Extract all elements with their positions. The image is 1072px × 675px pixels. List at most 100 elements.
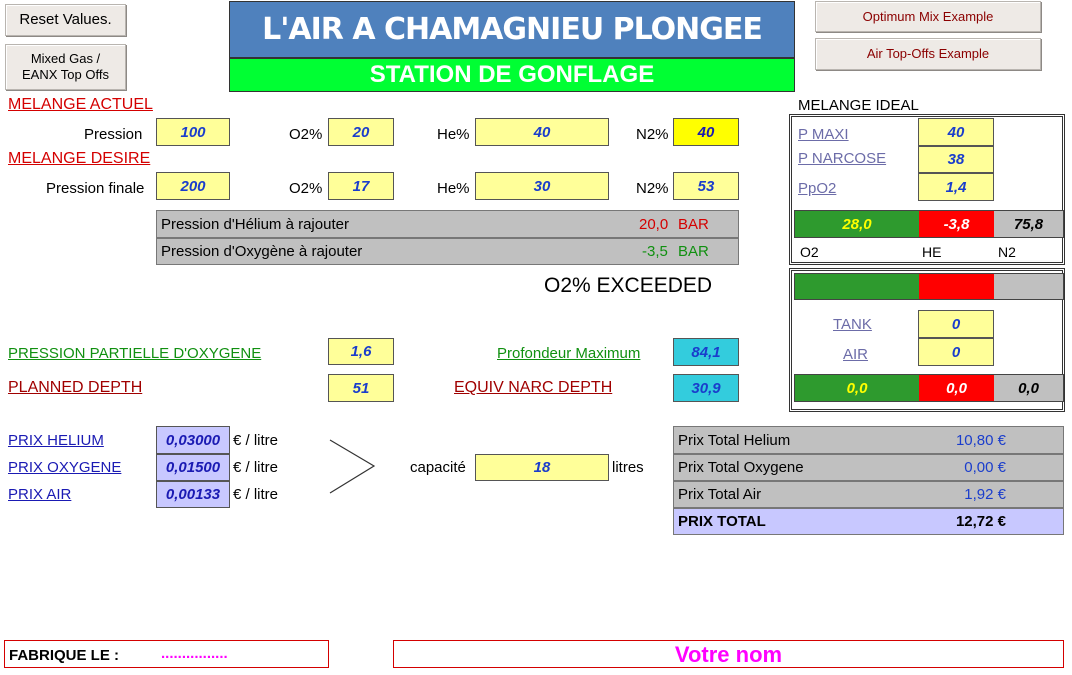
tank-top-he (919, 274, 994, 299)
air-top-offs-example-button[interactable]: Air Top-Offs Example (815, 38, 1041, 70)
p-maxi-label: P MAXI (798, 126, 849, 143)
air-input[interactable]: 0 (918, 338, 994, 366)
desired-o2-input[interactable]: 17 (328, 172, 394, 200)
helium-to-add-value: 20,0 (639, 215, 669, 233)
ideal-he-cell: -3,8 (919, 211, 994, 237)
planned-depth-label: PLANNED DEPTH (8, 379, 143, 396)
p-maxi-input[interactable]: 40 (918, 118, 994, 146)
reset-values-button[interactable]: Reset Values. (5, 4, 126, 36)
fabrique-value[interactable]: ................ (161, 645, 228, 662)
mixed-gas-line1: Mixed Gas / (30, 51, 101, 66)
desired-he-label: He% (437, 180, 470, 197)
current-o2-input[interactable]: 20 (328, 118, 394, 146)
melange-desire-heading: MELANGE DESIRE (8, 150, 151, 167)
helium-to-add-label: Pression d'Hélium à rajouter (161, 215, 349, 233)
prix-helium-label: PRIX HELIUM (8, 432, 104, 449)
ideal-o2-cell: 28,0 (795, 211, 919, 237)
air-label: AIR (843, 346, 869, 363)
p-narcose-input[interactable]: 38 (918, 146, 994, 173)
ideal-o2-label: O2 (800, 244, 819, 260)
tank-top-n2 (994, 274, 1063, 299)
prix-total-row: PRIX TOTAL 12,72 € (673, 508, 1064, 535)
tank-n2-cell: 0,0 (994, 375, 1063, 401)
pression-label: Pression (84, 126, 143, 143)
current-he-label: He% (437, 126, 470, 143)
current-he-input[interactable]: 40 (475, 118, 609, 146)
total-helium-label: Prix Total Helium (678, 431, 791, 449)
tank-input[interactable]: 0 (918, 310, 994, 338)
votre-nom-box[interactable]: Votre nom (393, 640, 1064, 668)
ideal-mix-bar: 28,0 -3,8 75,8 (794, 210, 1064, 238)
current-pression-input[interactable]: 100 (156, 118, 230, 146)
helium-to-add-unit: BAR (678, 215, 709, 233)
capacite-input[interactable]: 18 (475, 454, 609, 481)
current-n2-value: 40 (673, 118, 739, 146)
equiv-narc-depth-label: EQUIV NARC DEPTH (454, 379, 613, 396)
prix-oxygene-unit: € / litre (233, 459, 279, 476)
melange-actuel-heading: MELANGE ACTUEL (8, 96, 153, 113)
planned-depth-input[interactable]: 51 (328, 374, 394, 402)
oxygen-to-add-label: Pression d'Oxygène à rajouter (161, 243, 363, 260)
max-depth-label: Profondeur Maximum (497, 345, 641, 362)
prix-air-unit: € / litre (233, 486, 279, 503)
tank-he-cell: 0,0 (919, 375, 994, 401)
total-oxygene-row: Prix Total Oxygene 0,00 € (673, 454, 1064, 481)
tank-top-bar (794, 273, 1064, 300)
melange-ideal-panel (789, 114, 1065, 265)
station-subtitle: STATION DE GONFLAGE (229, 58, 795, 92)
max-depth-value: 84,1 (673, 338, 739, 366)
total-air-value: 1,92 € (964, 486, 1006, 503)
desired-he-input[interactable]: 30 (475, 172, 609, 200)
tank-top-o2 (795, 274, 919, 299)
prix-oxygene-label: PRIX OXYGENE (8, 459, 122, 476)
total-oxygene-label: Prix Total Oxygene (678, 459, 804, 476)
ideal-n2-cell: 75,8 (994, 211, 1063, 237)
prix-air-label: PRIX AIR (8, 486, 72, 503)
helium-to-add-row: Pression d'Hélium à rajouter 20,0 BAR (156, 210, 739, 238)
prix-helium-input[interactable]: 0,03000 (156, 426, 230, 454)
prix-helium-unit: € / litre (233, 432, 279, 449)
prix-total-value: 12,72 € (955, 513, 1006, 530)
prix-air-input[interactable]: 0,00133 (156, 481, 230, 508)
desired-o2-label: O2% (289, 180, 323, 197)
tank-mix-bar: 0,0 0,0 0,0 (794, 374, 1064, 402)
o2-exceeded-warning: O2% EXCEEDED (544, 274, 713, 297)
capacite-label: capacité (410, 459, 466, 476)
litres-label: litres (612, 459, 644, 476)
melange-ideal-heading: MELANGE IDEAL (798, 97, 919, 114)
desired-n2-label: N2% (636, 180, 669, 197)
desired-pression-input[interactable]: 200 (156, 172, 230, 200)
total-air-row: Prix Total Air 1,92 € (673, 481, 1064, 508)
total-oxygene-value: 0,00 € (964, 459, 1006, 476)
mixed-gas-eanx-button[interactable]: Mixed Gas / EANX Top Offs (5, 44, 126, 90)
optimum-mix-example-button[interactable]: Optimum Mix Example (815, 1, 1041, 32)
chevron-right-icon (329, 439, 376, 494)
ppo2-label: PpO2 (798, 180, 837, 197)
oxygen-to-add-value: -3,5 (642, 243, 668, 260)
ppo2-partial-pressure-input[interactable]: 1,6 (328, 338, 394, 365)
total-helium-value: 10,80 € (955, 431, 1006, 449)
current-o2-label: O2% (289, 126, 323, 143)
oxygen-to-add-row: Pression d'Oxygène à rajouter -3,5 BAR (156, 238, 739, 265)
prix-oxygene-input[interactable]: 0,01500 (156, 454, 230, 481)
total-helium-row: Prix Total Helium 10,80 € (673, 426, 1064, 454)
fabrique-label: FABRIQUE LE : (9, 647, 120, 664)
current-n2-label: N2% (636, 126, 669, 143)
tank-panel (789, 268, 1065, 412)
ppo2-input[interactable]: 1,4 (918, 173, 994, 201)
ideal-he-label: HE (922, 244, 942, 260)
prix-total-label: PRIX TOTAL (678, 513, 766, 530)
equiv-narc-depth-value: 30,9 (673, 374, 739, 402)
tank-o2-cell: 0,0 (795, 375, 919, 401)
pression-finale-label: Pression finale (46, 180, 145, 197)
app-title: L'AIR A CHAMAGNIEU PLONGEE (229, 1, 795, 58)
desired-n2-value: 53 (673, 172, 739, 200)
total-air-label: Prix Total Air (678, 486, 762, 503)
oxygen-to-add-unit: BAR (678, 243, 709, 260)
mixed-gas-line2: EANX Top Offs (22, 67, 109, 82)
tank-label: TANK (833, 316, 872, 333)
ppo2-partial-pressure-label: PRESSION PARTIELLE D'OXYGENE (8, 345, 262, 362)
ideal-n2-label: N2 (998, 244, 1016, 260)
fabrique-box: FABRIQUE LE : ................ (4, 640, 329, 668)
p-narcose-label: P NARCOSE (798, 150, 887, 167)
